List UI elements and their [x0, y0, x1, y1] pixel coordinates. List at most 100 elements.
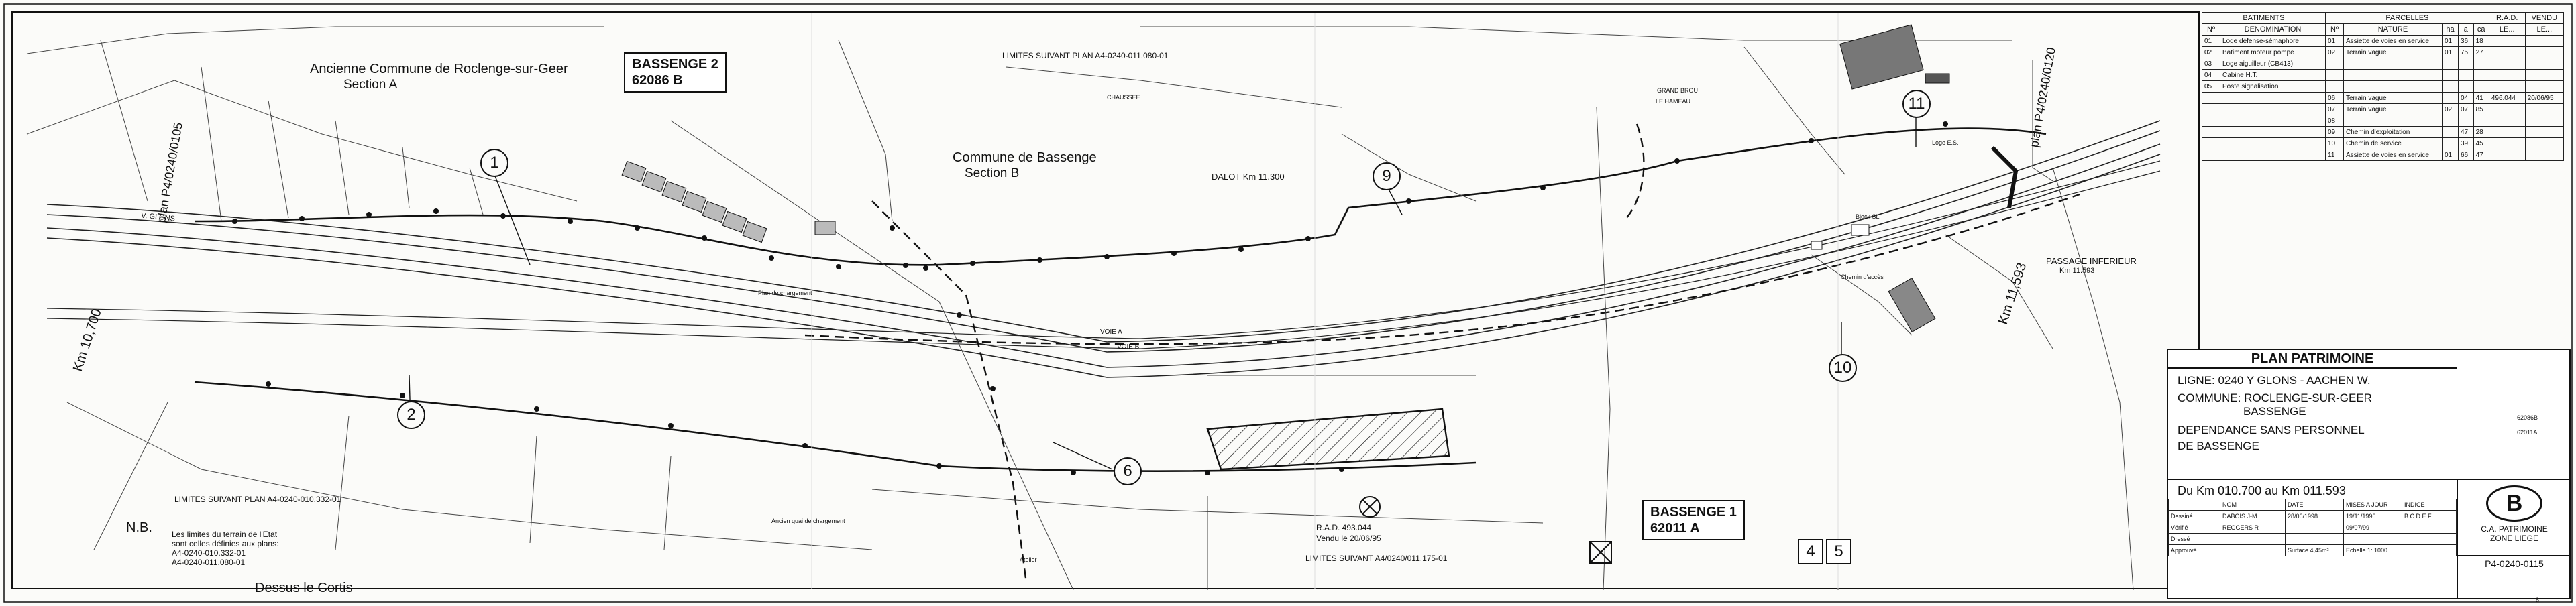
vendu-label: Vendu le 20/06/95 [1316, 534, 1381, 543]
header-ha: ha [2442, 23, 2459, 36]
tb-dessine-maj: 19/11/1996 [2343, 510, 2402, 522]
bassenge2-name: BASSENGE 2 [632, 57, 718, 72]
bassenge1-name: BASSENGE 1 [1650, 505, 1737, 520]
register-cell-a: 66 [2458, 149, 2474, 161]
register-cell-n: 04 [2202, 69, 2220, 81]
register-cell-v [2524, 35, 2565, 47]
register-cell-d: Loge défense-sémaphore [2220, 35, 2326, 47]
register-cell-nat: Terrain vague [2343, 92, 2443, 104]
tb-surface: Surface 4,45m² [2285, 544, 2344, 556]
parcel-lines [26, 26, 2134, 591]
limits-bottom-label: LIMITES SUIVANT A4/0240/011.175-01 [1305, 554, 1448, 563]
header-vendu: VENDU [2524, 12, 2565, 24]
register-cell-pn: 11 [2325, 149, 2344, 161]
register-cell-nat: Chemin d'exploitation [2343, 126, 2443, 138]
limits-top-label: LIMITES SUIVANT PLAN A4-0240-011.080-01 [1002, 51, 1169, 60]
register-cell-v [2524, 137, 2565, 149]
dessus-cortis-label: Dessus le Cortis [255, 581, 353, 595]
register-cell-ha [2442, 115, 2459, 127]
register-cell-v [2524, 149, 2565, 161]
register-row: 08 [2202, 115, 2565, 127]
register-cell-n: 03 [2202, 58, 2220, 70]
register-cell-rad [2488, 80, 2526, 93]
tb-approuve: Approuvé [2168, 544, 2220, 556]
register-cell-a [2458, 69, 2474, 81]
register-cell-ca: 45 [2473, 137, 2489, 149]
register-cell-ca: 41 [2473, 92, 2489, 104]
underpass-marker [1990, 145, 2019, 208]
register-cell-nat [2343, 80, 2443, 93]
header-batiments: BATIMENTS [2202, 12, 2326, 24]
register-cell-a [2458, 80, 2474, 93]
register-cell-nat: Assiette de voies en service [2343, 149, 2443, 161]
buildings [621, 24, 1950, 332]
sheet-border [3, 3, 2573, 603]
register-cell-ca: 85 [2473, 103, 2489, 115]
leader-lines [409, 113, 1917, 470]
register-cell-ca: 47 [2473, 149, 2489, 161]
header-rad: R.A.D. [2488, 12, 2526, 24]
register-cell-nat [2343, 58, 2443, 70]
hatched-parcel [1206, 408, 1450, 471]
register-cell-pn: 01 [2325, 35, 2344, 47]
register-cell-ha: 01 [2442, 46, 2459, 58]
tb-verifie: Vérifié [2168, 522, 2220, 534]
register-cell-d [2220, 137, 2326, 149]
code-62011a: 62011A [2517, 429, 2538, 436]
register-cell-n [2202, 137, 2220, 149]
register-cell-n [2202, 103, 2220, 115]
register-cell-n [2202, 115, 2220, 127]
register-cell-ca [2473, 58, 2489, 70]
note-text: Les limites du terrain de l'Etat sont ce… [172, 530, 278, 567]
plan-chargement-label: Plan de chargement [758, 290, 812, 296]
header-nature: NATURE [2343, 23, 2443, 36]
register-table: BATIMENTS PARCELLES R.A.D. VENDU Nº DENO… [2202, 12, 2565, 161]
register-cell-ha [2442, 69, 2459, 81]
sncb-logo: B [2486, 485, 2542, 522]
register-cell-nat: Terrain vague [2343, 46, 2443, 58]
header-le2: LE... [2524, 23, 2565, 36]
register-cell-ca [2473, 80, 2489, 93]
org-line-1: C.A. PATRIMOINE [2481, 524, 2548, 534]
square-marker-5: 5 [1826, 539, 1851, 564]
register-cell-rad: 496.044 [2488, 92, 2526, 104]
register-cell-ca: 18 [2473, 35, 2489, 47]
register-cell-d: Batiment moteur pompe [2220, 46, 2326, 58]
commune-line-2: BASSENGE [2243, 405, 2306, 418]
tb-meta: NOM DATE MISES A JOUR INDICE Dessiné DAB… [2168, 499, 2457, 556]
register-cell-a: 47 [2458, 126, 2474, 138]
register-cell-a: 07 [2458, 103, 2474, 115]
dependance-line-2: DE BASSENGE [2178, 440, 2259, 452]
register-cell-pn: 07 [2325, 103, 2344, 115]
chaussee-label: CHAUSSEE [1107, 94, 1140, 101]
register-cell-d [2220, 126, 2326, 138]
tb-logo-cell: B C.A. PATRIMOINE ZONE LIEGE P4-0240-011… [2457, 479, 2571, 598]
register-cell-rad [2488, 69, 2526, 81]
register-cell-v [2524, 126, 2565, 138]
note-nb: N.B. [126, 520, 152, 535]
register-cell-rad [2488, 103, 2526, 115]
register-cell-n [2202, 92, 2220, 104]
register-cell-n: 05 [2202, 80, 2220, 93]
tb-dresse: Dressé [2168, 533, 2220, 545]
plan-title: PLAN PATRIMOINE [2168, 350, 2457, 369]
ancien-quai-label: Ancien quai de chargement [771, 518, 845, 524]
register-cell-nat: Chemin de service [2343, 137, 2443, 149]
tb-dessine-nom: DABOIS J-M [2220, 510, 2286, 522]
register-cell-rad [2488, 58, 2526, 70]
register-cell-pn: 08 [2325, 115, 2344, 127]
register-cell-pn: 06 [2325, 92, 2344, 104]
marker-9: 9 [1373, 162, 1401, 190]
register-cell-v: 20/06/95 [2524, 92, 2565, 104]
marker-1: 1 [480, 149, 508, 177]
register-cell-d: Poste signalisation [2220, 80, 2326, 93]
register-cell-ca: 27 [2473, 46, 2489, 58]
register-cell-nat [2343, 115, 2443, 127]
